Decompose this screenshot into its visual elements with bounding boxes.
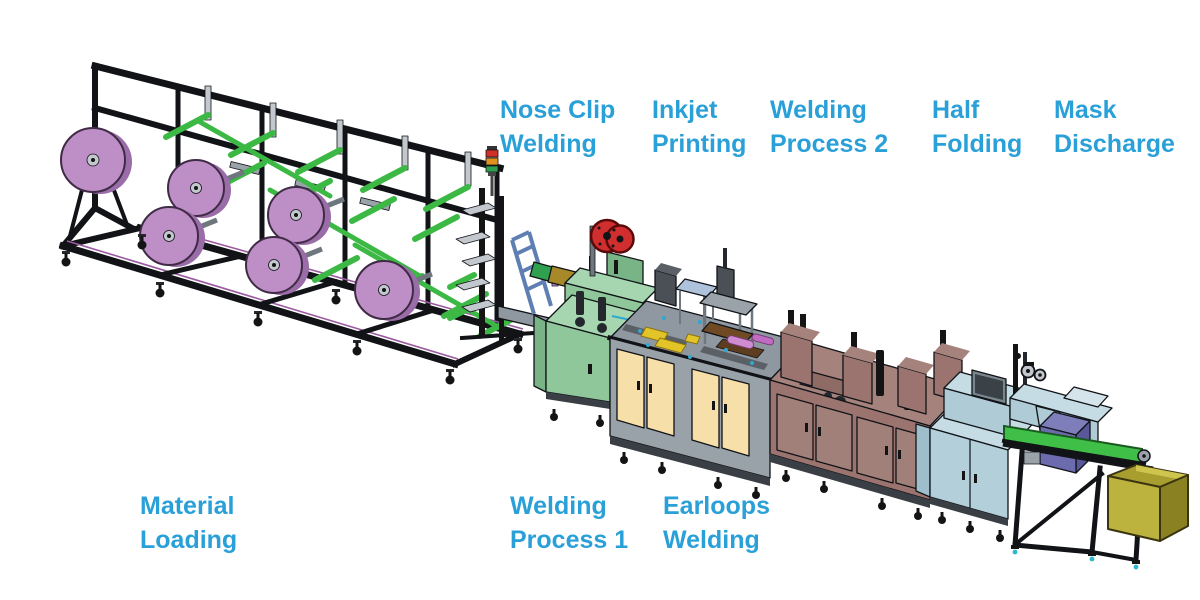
fabric-roll-2 bbox=[167, 159, 231, 218]
inkjet-printing-station bbox=[606, 248, 807, 499]
collection-box bbox=[1107, 464, 1189, 542]
control-screen bbox=[971, 369, 1007, 405]
sensor-dots bbox=[638, 316, 754, 365]
half-folding-machine bbox=[915, 344, 1113, 542]
web-guide-stack bbox=[455, 188, 559, 344]
conveyor-motor bbox=[1023, 451, 1041, 465]
fabric-roll-5 bbox=[245, 236, 309, 295]
welding-rollers bbox=[726, 333, 775, 350]
mask-blanks bbox=[640, 326, 701, 354]
folding-discs bbox=[1015, 353, 1047, 382]
fabric-roll-4 bbox=[267, 186, 331, 245]
rack-casters bbox=[61, 234, 523, 385]
infeed-guide-stand bbox=[510, 230, 577, 315]
welding-towers bbox=[780, 310, 970, 415]
discharge-conveyor bbox=[1001, 424, 1154, 570]
fabric-roll-1 bbox=[60, 127, 132, 194]
signal-tower bbox=[485, 146, 499, 196]
fabric-roll-3 bbox=[139, 206, 205, 267]
strap-pins bbox=[204, 85, 472, 187]
conveyor-feet bbox=[1011, 545, 1140, 570]
fabric-roll-6 bbox=[354, 260, 420, 321]
material-loading-rack bbox=[58, 61, 559, 385]
nose-clip-reel bbox=[589, 218, 635, 277]
